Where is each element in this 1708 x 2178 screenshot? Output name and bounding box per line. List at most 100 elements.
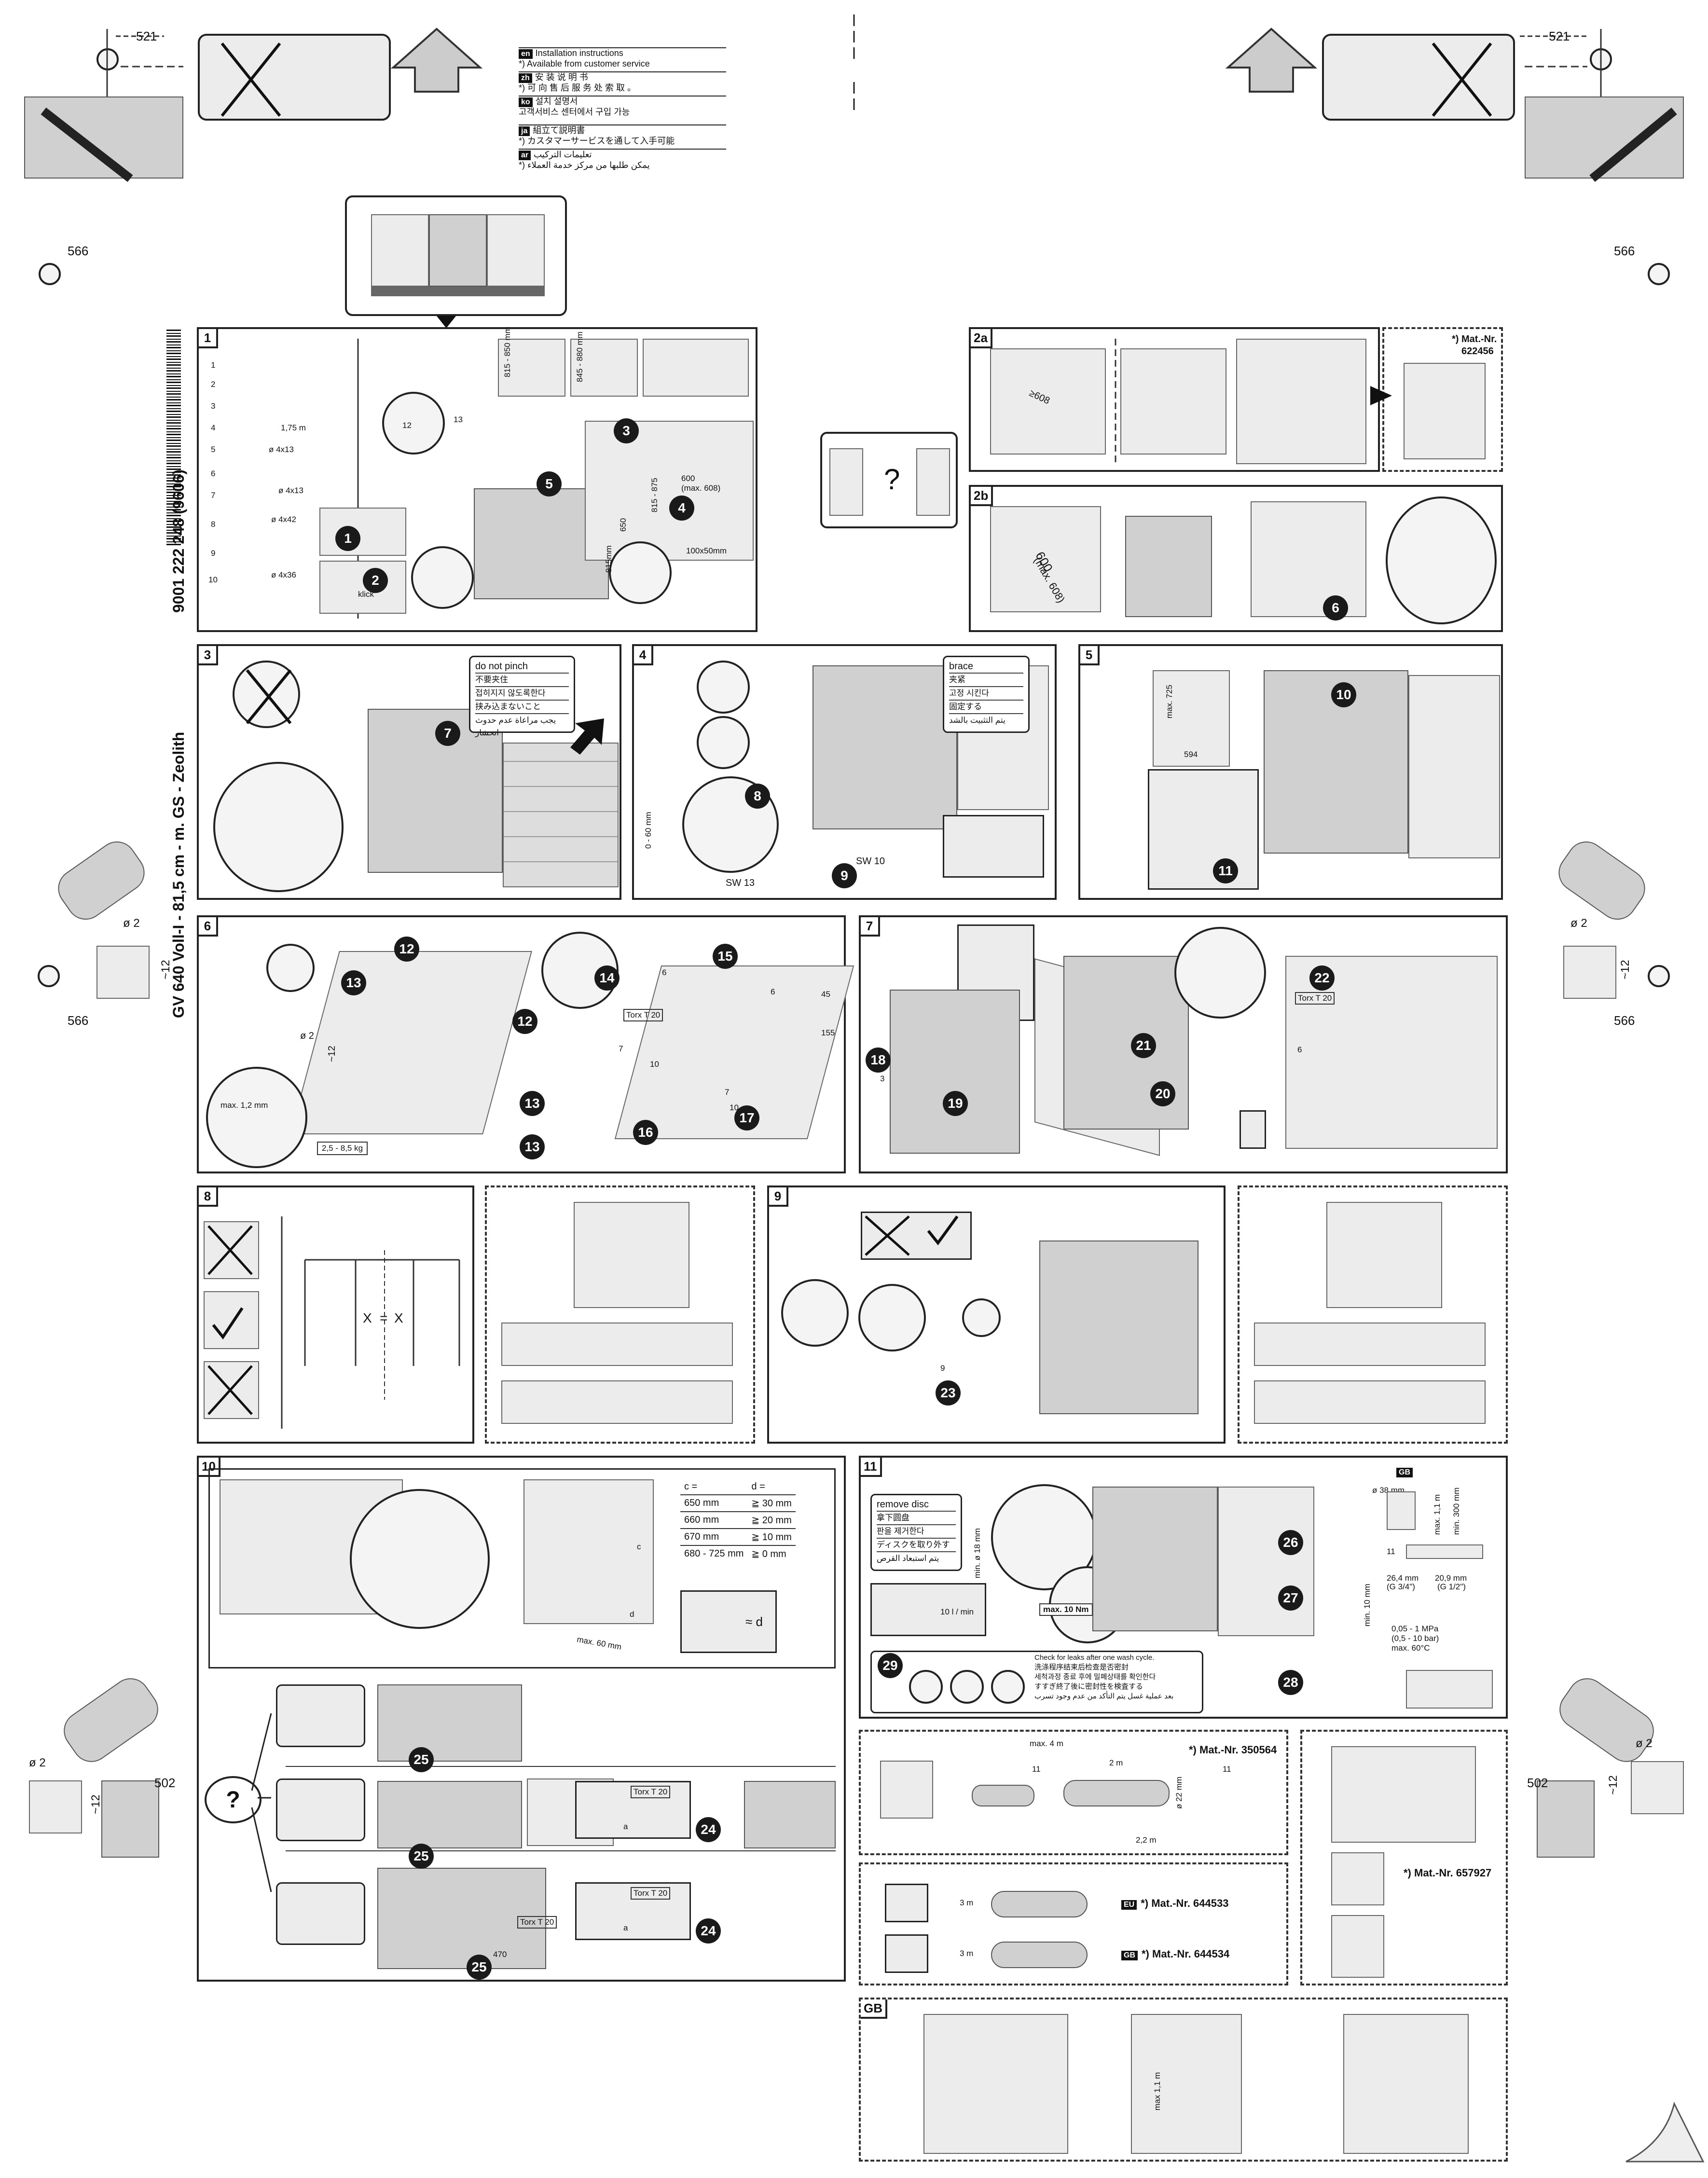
drill-depth: ~12	[1607, 1775, 1620, 1795]
drill-icon	[56, 1670, 166, 1770]
barcode	[166, 328, 181, 545]
gb-step-2	[1131, 2014, 1242, 2154]
max-4m: max. 4 m	[1030, 1739, 1063, 1748]
foot-detail	[411, 546, 474, 609]
clamp-detail	[609, 541, 672, 604]
panel-step-2	[1331, 1852, 1384, 1905]
drill-dia: ø 2	[1570, 917, 1587, 930]
min-18mm: min. ø 18 mm	[973, 1528, 982, 1578]
dimension-lines	[106, 29, 183, 96]
part-11: 11	[1387, 1547, 1395, 1556]
drill-hole-illustration	[29, 1780, 82, 1833]
label-d: d	[630, 1610, 634, 1619]
step-number: 6	[199, 917, 218, 937]
hose-spec-1: 26,4 mm	[1387, 1573, 1419, 1583]
callout-13-a: 13	[341, 970, 366, 995]
step-number: 3	[199, 646, 218, 665]
label-a-3: a	[623, 1923, 628, 1932]
right-arrow-icon	[1370, 386, 1392, 405]
torx-label-3a: Torx T 20	[517, 1916, 557, 1929]
down-triangle-icon	[437, 316, 456, 328]
callout-3: 3	[614, 418, 639, 443]
gb-label: GB	[861, 1999, 887, 2019]
part-5-spec: ø 4x13	[269, 445, 294, 454]
max-10nm: max. 10 Nm	[1039, 1603, 1093, 1616]
fold-marks	[853, 14, 855, 111]
gap-x-right: X	[394, 1310, 403, 1325]
accessory-panel: *) Mat.-Nr. 657927	[1300, 1730, 1508, 1985]
torx-label: Torx T 20	[623, 1009, 663, 1021]
hinge-open-illustration	[501, 1323, 733, 1366]
step-9-panel: 9 23 9	[767, 1185, 1226, 1444]
hose-spec-3: 20,9 mm	[1435, 1573, 1467, 1583]
drill-dia: ø 2	[300, 1031, 314, 1041]
torx-label-2: Torx T 20	[631, 1786, 671, 1798]
gap-x-left: X	[363, 1310, 372, 1325]
variant-3-torx-box	[575, 1882, 691, 1940]
panel-step-1	[1331, 1746, 1476, 1843]
step-4-panel: 4 brace 夹紧 고정 시킨다 固定する يتم التثبيت بالشد…	[632, 644, 1057, 900]
part-10-b: 10	[730, 1103, 739, 1112]
drill-depth: ~12	[327, 1046, 337, 1062]
min-10mm: min. 10 mm	[1363, 1584, 1372, 1627]
dim-502: 502	[1527, 1776, 1548, 1790]
step-7-panel: 7 Torx T 20 18 19 20 21 22 3 6	[859, 915, 1508, 1173]
part-10-a: 10	[650, 1060, 659, 1069]
up-arrow-icon	[1225, 28, 1318, 93]
overview-front-box	[345, 195, 567, 316]
pressure-3: max. 60°C	[1391, 1643, 1430, 1653]
cabinet-closed-illustration	[1120, 348, 1226, 455]
cabinet-gap-illustration	[990, 506, 1101, 612]
table-row: 660 mm≧ 20 mm	[680, 1511, 796, 1529]
corner-detail	[858, 1284, 926, 1351]
height-label-2: 845 - 880 mm	[575, 331, 584, 382]
page-curl-icon	[1625, 2101, 1705, 2163]
callout-5: 5	[537, 471, 562, 496]
part-9: 9	[940, 1364, 945, 1373]
callout-23: 23	[936, 1380, 961, 1406]
cabinet-front-right	[487, 214, 545, 287]
gap-question: ?	[884, 463, 900, 496]
part-4-length: 1,75 m	[281, 423, 306, 432]
dishwasher-illustration	[1125, 516, 1212, 617]
step-2b-panel: 2b 600 (max. 608) 6	[969, 485, 1503, 632]
callout-13-b: 13	[520, 1091, 545, 1116]
hose-old	[972, 1785, 1034, 1806]
variant-2-front	[276, 1778, 365, 1841]
callout-6: 6	[1323, 595, 1348, 620]
cross-icon	[1432, 42, 1492, 117]
step-10-top-frame: c d max. 60 mm ≈ d c =d = 650 mm≧ 30 mm …	[208, 1468, 836, 1668]
drain-connector	[1387, 1491, 1416, 1530]
height-variant-2	[570, 339, 638, 397]
callout-2: 2	[363, 568, 388, 593]
height-label-1: 815 - 850 mm	[503, 327, 512, 377]
callout-14: 14	[594, 965, 620, 991]
table-header: c =d =	[684, 1481, 765, 1492]
dim-815mm: 815mm	[604, 545, 613, 573]
part-7-a: 7	[619, 1044, 623, 1053]
approx-d: ≈ d	[745, 1614, 763, 1629]
question-cloud: ?	[205, 1776, 262, 1823]
no-cleaning-icon-3	[991, 1670, 1025, 1704]
screw-detail	[1386, 496, 1497, 624]
socket-eu-icon	[885, 1884, 928, 1922]
dim-600: 600	[681, 474, 695, 483]
drill-icon	[1552, 1670, 1662, 1770]
part-7-b: 7	[725, 1088, 730, 1097]
label-a-2: a	[623, 1822, 628, 1831]
min-300mm: min. 300 mm	[1452, 1487, 1461, 1535]
drill-icon	[1551, 834, 1653, 927]
part-6-b: 6	[771, 987, 775, 996]
dishwasher-illustration	[1039, 1241, 1198, 1414]
hinge-closed-illustration	[501, 1380, 733, 1424]
variant-1-rail	[377, 1684, 522, 1762]
callout-12: 12	[402, 421, 412, 430]
drill-depth: ~12	[159, 960, 172, 979]
accessory-cords-panel: 3 m 3 m EU*) Mat.-Nr. 644533 GB*) Mat.-N…	[859, 1862, 1288, 1985]
height-variant-1	[498, 339, 565, 397]
branch-lines	[251, 1713, 836, 1892]
